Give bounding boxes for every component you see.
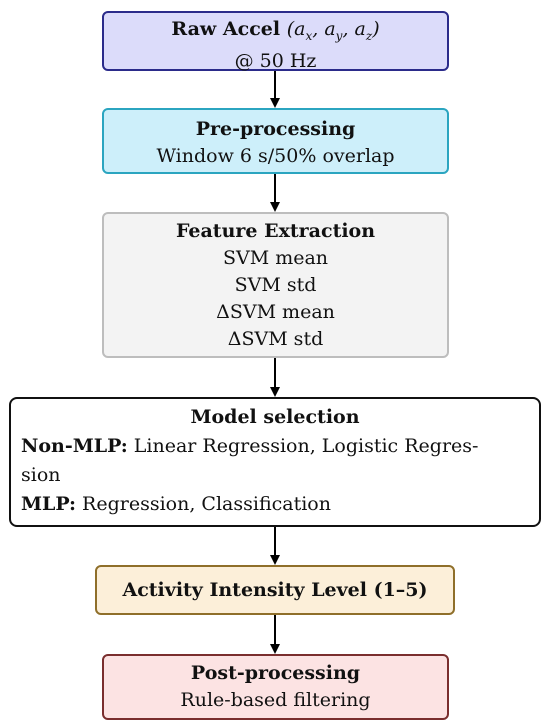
non-mlp-line: Non-MLP: Linear Regression, Logistic Reg… — [21, 432, 529, 461]
model-selection-title: Model selection — [190, 406, 360, 428]
feature-item: ΔSVM std — [227, 328, 324, 350]
feature-item: SVM std — [234, 274, 317, 296]
postprocessing-node: Post-processing Rule-based filtering — [102, 654, 449, 720]
raw-accel-vars: (ax, ay, az) — [286, 18, 380, 43]
activity-intensity-node: Activity Intensity Level (1–5) — [95, 565, 455, 615]
mlp-line: MLP: Regression, Classification — [21, 490, 529, 519]
feature-extraction-node: Feature Extraction SVM mean SVM std ΔSVM… — [102, 212, 449, 358]
raw-accel-title-line: Raw Accel (ax, ay, az) — [104, 17, 447, 49]
feature-extraction-title: Feature Extraction — [175, 220, 376, 242]
postprocessing-filter: Rule-based filtering — [180, 689, 371, 711]
preprocessing-node: Pre-processing Window 6 s/50% overlap — [102, 108, 449, 174]
activity-intensity-title: Activity Intensity Level (1–5) — [122, 579, 428, 601]
feature-item: SVM mean — [222, 247, 329, 269]
mlp-models: Regression, Classification — [76, 493, 331, 515]
feature-item: ΔSVM mean — [216, 301, 335, 323]
preprocessing-title: Pre-processing — [195, 118, 356, 140]
raw-accel-node: Raw Accel (ax, ay, az) @ 50 Hz — [102, 11, 449, 72]
preprocessing-window: Window 6 s/50% overlap — [156, 145, 395, 167]
non-mlp-models: Linear Regression, Logistic Regres- — [127, 435, 479, 457]
raw-accel-rate: @ 50 Hz — [234, 49, 317, 72]
mlp-label: MLP: — [21, 493, 77, 515]
non-mlp-label: Non-MLP: — [21, 435, 128, 457]
model-selection-node: Model selection Non-MLP: Linear Regressi… — [9, 397, 541, 527]
postprocessing-title: Post-processing — [190, 662, 361, 684]
raw-accel-title: Raw Accel — [171, 18, 281, 40]
non-mlp-line-cont: sion — [21, 464, 61, 486]
